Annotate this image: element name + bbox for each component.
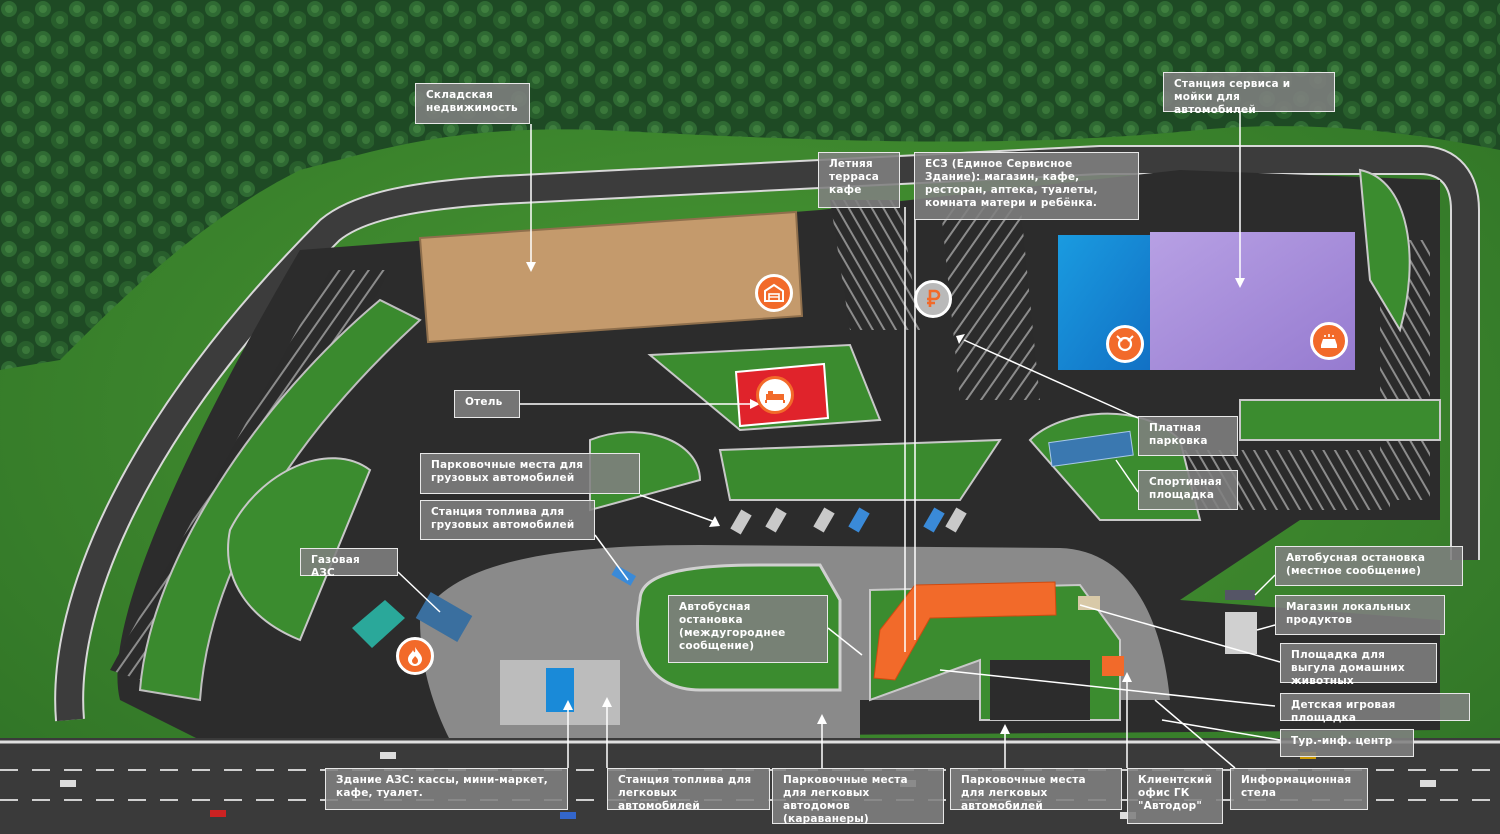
- forest-area: [0, 0, 1500, 370]
- label-gas-station: Газовая АЗС: [300, 548, 398, 579]
- label-tour-info: Тур.-инф. центр: [1280, 729, 1414, 757]
- truck-row: [611, 507, 967, 586]
- label-bus-stop-intercity: Автобусная остановка (междугороднее сооб…: [668, 595, 828, 663]
- green-strip: [1239, 399, 1441, 441]
- car-wash-icon: [1310, 322, 1348, 360]
- green-island-left: [138, 298, 422, 702]
- green-island-4: [227, 457, 372, 642]
- label-sports-ground: Спортивная площадка: [1138, 470, 1238, 510]
- car-parking-lot: [990, 660, 1090, 720]
- car-repair-icon: [1106, 325, 1144, 363]
- label-info-stele: Информационная стела: [1230, 768, 1368, 810]
- label-paid-parking: Платная парковка: [1138, 416, 1238, 456]
- label-bus-stop-local: Автобусная остановка (местное сообщение): [1275, 546, 1463, 586]
- local-bus-stop: [1225, 590, 1255, 600]
- label-service-station: Станция сервиса и мойки для автомобилей: [1163, 72, 1335, 116]
- label-playground: Детская игровая площадка: [1280, 693, 1470, 724]
- warehouse-icon: [755, 274, 793, 312]
- ruble-icon: [914, 280, 952, 318]
- label-summer-terrace: Летняя терраса кафе: [818, 152, 900, 208]
- label-warehouse: Складская недвижимость: [415, 83, 530, 124]
- gas-pumps: [415, 592, 473, 642]
- label-client-office: Клиентский офис ГК "Автодор": [1127, 768, 1223, 824]
- label-car-parking: Парковочные места для легковых автомобил…: [950, 768, 1122, 812]
- pointer-lines: [397, 110, 1281, 769]
- esz-building: [873, 581, 1057, 681]
- label-camper-parking: Парковочные места для легковых автодомов…: [772, 768, 944, 825]
- pointer-arrowheads: [526, 262, 1245, 734]
- local-products-shop: [1225, 612, 1257, 654]
- label-pet-walk: Площадка для выгула домашних животных: [1280, 643, 1437, 687]
- label-car-fuel: Станция топлива для легковых автомобилей: [607, 768, 770, 812]
- label-truck-parking: Парковочные места для грузовых автомобил…: [420, 453, 640, 494]
- label-hotel: Отель: [454, 390, 520, 418]
- gas-flame-icon: [396, 637, 434, 675]
- client-office-building: [1102, 656, 1124, 676]
- gas-canopy: [352, 600, 405, 648]
- label-truck-fuel: Станция топлива для грузовых автомобилей: [420, 500, 595, 540]
- label-esz: ЕСЗ (Единое Сервисное Здание): магазин, …: [914, 152, 1139, 220]
- paid-parking-area: [940, 200, 1040, 400]
- hotel-bed-icon: [756, 376, 794, 414]
- warehouse-building: [418, 210, 804, 344]
- green-island-right: [1358, 168, 1411, 333]
- green-island-3: [718, 438, 1002, 501]
- sports-ground: [1048, 430, 1134, 468]
- label-local-products: Магазин локальных продуктов: [1275, 595, 1445, 635]
- center-parking: [830, 200, 920, 330]
- label-azs-building: Здание АЗС: кассы, мини-маркет, кафе, ту…: [325, 768, 568, 810]
